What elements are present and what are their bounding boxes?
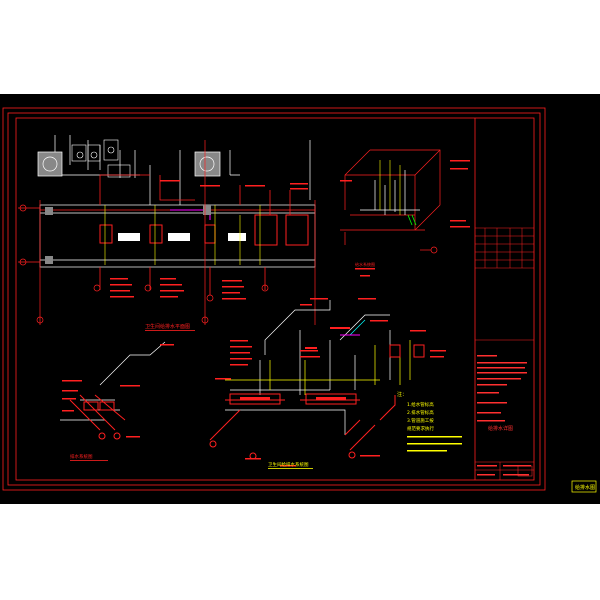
notes-extra-lines — [407, 436, 462, 452]
drawing-background — [0, 94, 600, 504]
iso-main: 卫生间给排水系统图 — [209, 298, 446, 469]
title-stamp: 给排水详图 — [488, 425, 513, 432]
iso-top-title: 给水系统图 — [355, 261, 375, 267]
plan-yellow-lines — [104, 205, 261, 265]
title-block — [475, 227, 534, 480]
iso-top-green — [407, 214, 417, 226]
title-block-text-bars — [477, 355, 527, 422]
iso-top-markers — [344, 232, 438, 254]
sink-fixture-left — [37, 151, 63, 177]
notes-line-2: 2.排水管标高 — [407, 409, 434, 416]
toilet-stalls — [71, 139, 131, 178]
iso-main-yellow-pipes — [225, 340, 411, 395]
drawing-frame — [2, 107, 546, 491]
iso-main-annotations — [215, 298, 446, 467]
iso-bl-red-pipes — [69, 394, 126, 440]
iso-bottom-left: 排水系统图 — [60, 341, 174, 461]
plan-axis-markers — [18, 140, 316, 325]
iso-main-cyan-pipes — [349, 319, 366, 336]
iso-main-white-pipes — [225, 300, 391, 435]
iso-bl-title: 排水系统图 — [70, 453, 93, 460]
notes-line-4: 规范要求执行 — [407, 425, 434, 432]
iso-main-title-underline — [268, 468, 313, 469]
iso-top-box — [340, 149, 441, 231]
sink-fixture-right — [194, 151, 221, 177]
corner-badge: 给排水图 — [571, 480, 597, 493]
plan-annotation-bars — [110, 180, 308, 300]
notes-line-3: 3.管道施工按 — [407, 417, 434, 424]
iso-main-fixture-fills — [240, 327, 350, 400]
notes-heading: 注： — [397, 391, 407, 398]
iso-top-right: 给水系统图 — [340, 149, 470, 277]
title-signature-area — [477, 465, 533, 477]
plan-fixtures-red — [99, 214, 309, 246]
plan-gray-blocks — [45, 205, 211, 264]
iso-top-yellow-pipes — [379, 160, 401, 215]
notes-line-1: 1.给水管标高 — [407, 401, 434, 408]
iso-bl-annotations — [62, 344, 174, 438]
plan-view: 卫生间给排水平面图 — [18, 135, 316, 331]
svg-text:给排水图: 给排水图 — [575, 484, 595, 491]
plan-valves-white — [118, 233, 246, 241]
iso-top-annotations — [340, 160, 470, 277]
notes-block: 注： 1.给水管标高 2.排水管标高 3.管道施工按 规范要求执行 — [397, 391, 462, 452]
plan-title-underline — [145, 330, 195, 331]
iso-main-title: 卫生间给排水系统图 — [268, 461, 309, 468]
iso-bl-title-underline — [70, 460, 108, 461]
plan-title: 卫生间给排水平面图 — [145, 323, 190, 330]
